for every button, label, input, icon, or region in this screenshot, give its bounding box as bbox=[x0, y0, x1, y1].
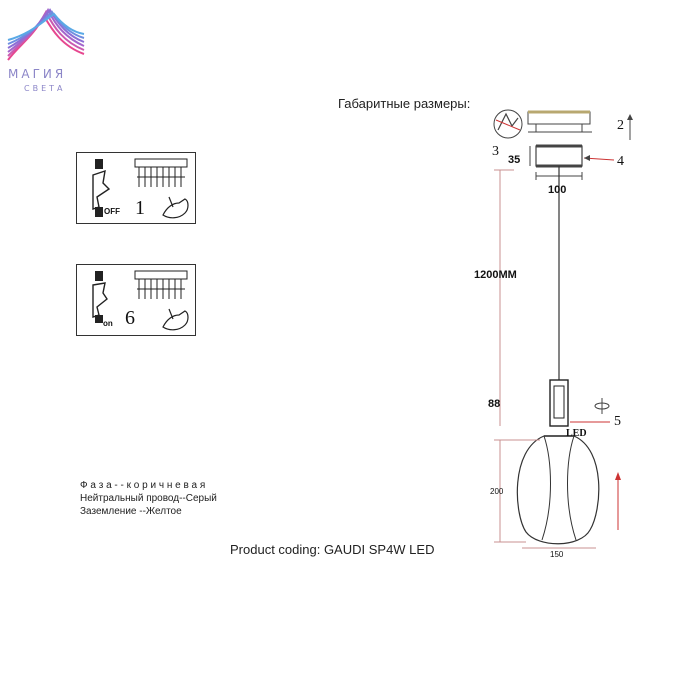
rotate-icon bbox=[594, 398, 610, 414]
canopy-height-label: 35 bbox=[508, 154, 521, 166]
product-coding: Product coding: GAUDI SP4W LED bbox=[230, 542, 435, 557]
canopy-width-label: 100 bbox=[548, 184, 567, 196]
lamp-shade bbox=[516, 435, 600, 545]
breaker-on-icon bbox=[92, 271, 108, 323]
callout-3: 3 bbox=[492, 144, 499, 159]
logo-subtitle: СВЕТА bbox=[24, 84, 66, 93]
shade-height-label: 200 bbox=[490, 487, 504, 496]
switch-on-panel: on 6 bbox=[76, 264, 196, 336]
dimension-drawing bbox=[493, 109, 633, 549]
connection-detail-icon bbox=[493, 109, 523, 139]
switch-off-panel: OFF 1 bbox=[76, 152, 196, 224]
callout-2: 2 bbox=[617, 118, 624, 133]
breaker-off-icon bbox=[92, 159, 111, 217]
wire-phase: Ф а з а - - к о р и ч н е в а я bbox=[80, 480, 206, 491]
logo-wave-icon bbox=[7, 7, 85, 61]
callout-4: 4 bbox=[617, 154, 624, 169]
wire-ground: Заземление --Желтое bbox=[80, 506, 182, 517]
ceiling-plate bbox=[527, 111, 591, 125]
switch-state-on: on bbox=[103, 319, 113, 328]
terminal-block-icon bbox=[134, 158, 188, 187]
shade-width-label: 150 bbox=[550, 550, 564, 559]
switch-state-off: OFF bbox=[104, 207, 120, 216]
canopy bbox=[535, 145, 583, 167]
holder-height-label: 88 bbox=[488, 398, 501, 410]
wiring-legend: Ф а з а - - к о р и ч н е в а я Нейтраль… bbox=[80, 479, 217, 518]
hand-icon bbox=[162, 308, 189, 331]
callout-5: 5 bbox=[614, 414, 621, 429]
cable-length-label: 1200MM bbox=[474, 269, 517, 281]
led-label: LED bbox=[566, 428, 587, 439]
brand-logo: МАГИЯ СВЕТА bbox=[6, 4, 86, 96]
terminal-block-icon bbox=[134, 270, 188, 299]
logo-name: МАГИЯ bbox=[8, 67, 67, 81]
drawing-title: Габаритные размеры: bbox=[338, 96, 471, 111]
hand-icon bbox=[162, 196, 189, 219]
step-number-1: 1 bbox=[135, 197, 145, 219]
wire-neutral: Нейтральный провод--Серый bbox=[80, 493, 217, 504]
step-number-6: 6 bbox=[125, 307, 135, 329]
